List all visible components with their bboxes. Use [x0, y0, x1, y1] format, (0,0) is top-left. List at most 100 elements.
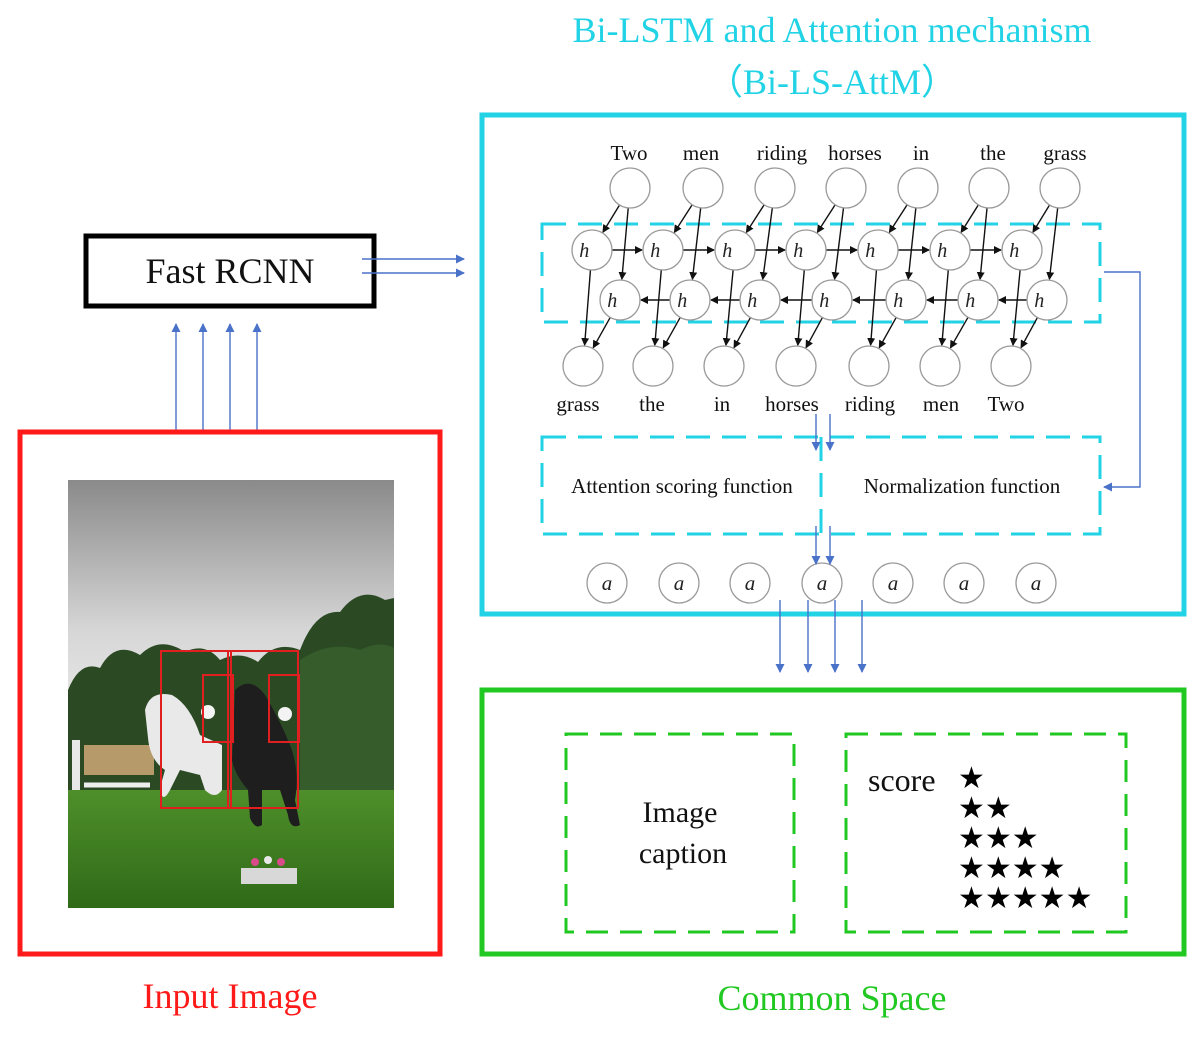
forward-to-output-link [938, 269, 949, 347]
hidden-state-region [540, 222, 1102, 324]
fast-rcnn-label: Fast RCNN [145, 251, 314, 291]
forward-hidden-node [642, 229, 684, 271]
backward-hidden-node [885, 279, 927, 321]
attention-weight-node [729, 562, 771, 604]
diagram-subtitle: （Bi-LS-AttM） [707, 62, 957, 102]
common-space-label: Common Space [718, 978, 947, 1018]
forward-hidden-node [857, 229, 899, 271]
backward-to-output-link [662, 317, 681, 349]
score-star-row: ★★★★★ [958, 882, 1092, 915]
attention-arrows [811, 271, 1141, 565]
forward-state-label: h⃗ [865, 240, 891, 262]
input-to-backward-link [618, 207, 629, 281]
backward-to-output-link [1020, 317, 1039, 349]
input-node [609, 167, 651, 209]
attention-weight-label: a [674, 571, 685, 595]
attention-weight-node [1015, 562, 1057, 604]
input-node [825, 167, 867, 209]
backward-to-output-link [949, 316, 969, 349]
output-node [703, 345, 745, 387]
forward-hidden-node [714, 229, 756, 271]
caption-line-2: caption [639, 837, 727, 870]
attention-weight-label: a [745, 571, 756, 595]
output-node [562, 345, 604, 387]
output-node [990, 345, 1032, 387]
score-stars: ★★★★★★★★★★★★★★★ [958, 762, 1092, 915]
backward-hidden-node [811, 279, 853, 321]
score-star-row: ★ [958, 762, 985, 795]
score-region [844, 732, 1128, 934]
diagram-title: Bi-LSTM and Attention mechanism [573, 10, 1092, 50]
backward-state-label: h⃖ [819, 290, 845, 312]
input-to-forward-link [673, 204, 693, 234]
input-word: grass [1043, 141, 1086, 165]
horse-photo [68, 480, 394, 908]
forward-state-label: h⃗ [1009, 240, 1035, 262]
forward-to-output-link [794, 269, 805, 347]
score-star-row: ★★★ [958, 822, 1039, 855]
input-word: men [683, 141, 720, 165]
forward-state-label: h⃗ [722, 240, 748, 262]
attention-weight-label: a [1031, 571, 1042, 595]
output-node [632, 345, 674, 387]
backward-state-label: h⃖ [677, 290, 703, 312]
caption-region [564, 732, 796, 934]
input-to-backward-link [1046, 207, 1059, 281]
backward-hidden-node [669, 279, 711, 321]
caption-line-1: Image [643, 796, 718, 829]
score-star-row: ★★ [958, 792, 1012, 825]
input-to-forward-link [888, 204, 908, 234]
output-node [848, 345, 890, 387]
forward-to-output-link [651, 269, 662, 347]
input-to-forward-link [745, 204, 765, 234]
input-node [968, 167, 1010, 209]
attention-weight-node [586, 562, 628, 604]
output-word: in [714, 392, 731, 416]
output-node [775, 345, 817, 387]
input-word: in [913, 141, 930, 165]
forward-to-output-link [722, 269, 734, 347]
backward-to-output-link [805, 317, 824, 349]
forward-hidden-node [929, 229, 971, 271]
input-to-backward-link [976, 207, 988, 281]
input-image-label: Input Image [143, 976, 318, 1016]
attention-weight-label: a [959, 571, 970, 595]
backward-state-label: h⃖ [893, 290, 919, 312]
forward-hidden-node [1001, 229, 1043, 271]
input-word: the [980, 141, 1006, 165]
backward-state-label: h⃖ [607, 290, 633, 312]
input-node [754, 167, 796, 209]
backward-state-label: h⃖ [965, 290, 991, 312]
input-to-backward-link [689, 207, 702, 281]
input-to-forward-link [816, 204, 836, 234]
forward-state-label: h⃗ [579, 240, 605, 262]
score-label: score [868, 762, 936, 798]
output-node [919, 345, 961, 387]
bilstm-to-common-arrows [775, 600, 867, 673]
attention-scoring-label: Attention scoring function [571, 474, 793, 498]
forward-to-output-link [581, 269, 592, 347]
attention-weight-node [872, 562, 914, 604]
input-to-forward-link [960, 204, 979, 234]
forward-hidden-node [785, 229, 827, 271]
input-word: horses [828, 141, 882, 165]
input-to-forward-link [1032, 204, 1051, 233]
output-word: men [923, 392, 960, 416]
forward-to-output-link [867, 269, 878, 347]
lstm-connections [581, 204, 1059, 349]
forward-hidden-node [571, 229, 613, 271]
backward-to-output-link [878, 317, 897, 349]
input-word: riding [757, 141, 808, 165]
input-node [897, 167, 939, 209]
backward-hidden-node [957, 279, 999, 321]
attention-weight-label: a [602, 571, 613, 595]
output-word: the [639, 392, 665, 416]
forward-state-label: h⃗ [793, 240, 819, 262]
attention-region [540, 435, 1102, 536]
backward-hidden-node [599, 279, 641, 321]
attention-weight-node [943, 562, 985, 604]
output-word: Two [987, 392, 1024, 416]
input-node [682, 167, 724, 209]
attention-weight-node [801, 562, 843, 604]
rcnn-to-bilstm-arrows [362, 254, 465, 278]
